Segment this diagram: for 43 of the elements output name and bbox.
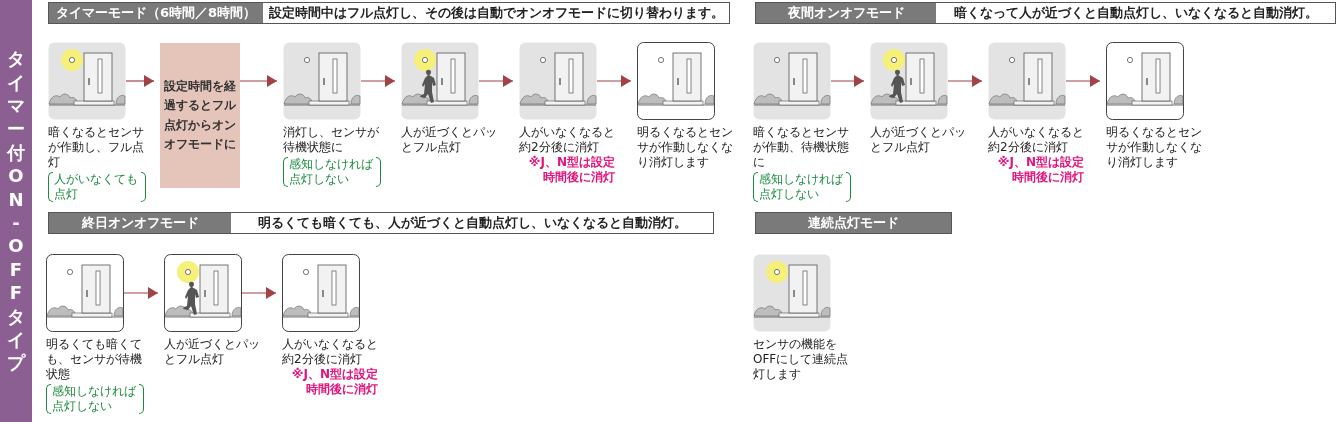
bracket-note: 感知しなければ点灯しない (283, 157, 381, 187)
mode-description: 設定時間中はフル点灯し、その後は自動でオンオフモードに切り替わります。 (267, 3, 725, 22)
arrow (241, 287, 277, 299)
transition-text: 設定時間を経過するとフル点灯からオンオフモードに (163, 78, 237, 153)
scene-caption: 人がいなくなると約2分後に消灯 (282, 337, 379, 367)
arrow (123, 287, 159, 299)
arrow (239, 75, 278, 87)
scene-caption: 明るくなるとセンサが作動しなくなり消灯します (1106, 125, 1203, 170)
scene-caption: 暗くなるとセンサが作動し、フル点灯 (48, 125, 145, 170)
arrow (360, 75, 396, 87)
scene-caption: センサの機能をOFFにして連続点灯します (753, 337, 850, 382)
scene-caption: 消灯し、センサが待機状態に (283, 125, 380, 155)
scene-caption: 人が近づくとパッとフル点灯 (401, 125, 498, 155)
model-note: ※J、N型は設定時間後に消灯 (996, 155, 1084, 185)
scene-caption: 人が近づくとパッとフル点灯 (870, 125, 967, 155)
transition-box (160, 43, 240, 188)
mode-name: 終日オンオフモード (49, 213, 231, 233)
bracket-note: 人がいなくても点灯 (48, 172, 146, 202)
bracket-note: 感知しなければ点灯しない (46, 384, 144, 414)
scene-caption: 人がいなくなると約2分後に消灯 (519, 125, 616, 155)
model-note: ※J、N型は設定時間後に消灯 (527, 155, 615, 185)
mode-name: 夜間オンオフモード (756, 3, 936, 23)
mode-name: 連続点灯モード (756, 213, 951, 233)
arrow (830, 75, 865, 87)
scene-caption: 人がいなくなると約2分後に消灯 (988, 125, 1085, 155)
mode-name: タイマーモード（6時間／8時間） (49, 3, 263, 23)
model-note: ※J、N型は設定時間後に消灯 (290, 367, 378, 397)
scene-caption: 明るくても暗くても、センサが待機状態 (46, 337, 143, 382)
mode-description: 暗くなって人が近づくと自動点灯し、いなくなると自動消灯。 (952, 3, 1319, 22)
mode-header (48, 212, 714, 234)
arrow (947, 75, 983, 87)
mode-description: 明るくても暗くても、人が近づくと自動点灯し、いなくなると自動消灯。 (256, 213, 688, 232)
type-title: タイマー付ON-OFFタイプ (7, 47, 25, 375)
arrow (1065, 75, 1101, 87)
scene-caption: 暗くなるとセンサが作動、待機状態に (753, 125, 850, 170)
scene-caption: 人が近づくとパッとフル点灯 (164, 337, 261, 367)
scene-caption: 明るくなるとセンサが作動しなくなり消灯します (637, 125, 734, 170)
mode-header (755, 2, 1336, 24)
arrow (125, 75, 155, 87)
bracket-note: 感知しなければ点灯しない (753, 172, 851, 202)
mode-header (48, 2, 730, 24)
arrow (478, 75, 514, 87)
arrow (596, 75, 632, 87)
